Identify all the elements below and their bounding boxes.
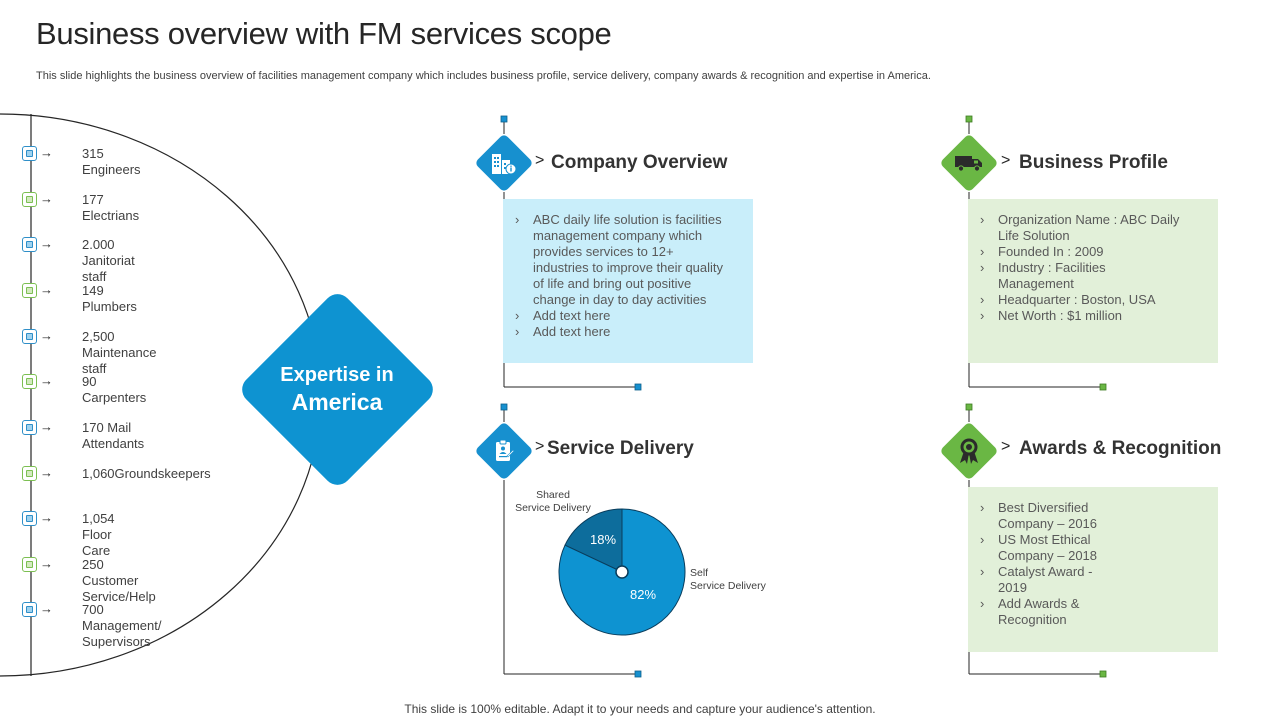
- expertise-item: → 149 Plumbers: [22, 282, 137, 314]
- truck-icon: [940, 134, 998, 192]
- company-overview-box: ABC daily life solution is facilities ma…: [503, 199, 753, 363]
- chevron-right-icon: >: [535, 152, 545, 169]
- square-marker-icon: [22, 511, 37, 526]
- expertise-title-line1: Expertise in: [280, 364, 394, 386]
- expertise-item: → 170 Mail Attendants: [22, 419, 144, 451]
- bullet-item: Organization Name : ABC Daily Life Solut…: [980, 212, 1180, 244]
- award-ribbon-icon: [940, 422, 998, 480]
- arrow-right-icon: →: [40, 236, 53, 251]
- expertise-item-label: 250 Customer Service/Help: [82, 557, 156, 604]
- service-delivery-title: Service Delivery: [547, 438, 694, 459]
- expertise-item-label: 2.000 Janitoriat staff: [82, 237, 135, 284]
- expertise-item: → 315 Engineers: [22, 145, 141, 177]
- pie-label-shared: Shared Service Delivery: [513, 489, 593, 515]
- arrow-right-icon: →: [40, 145, 53, 160]
- bullet-item: Add text here: [515, 324, 725, 340]
- square-marker-icon: [22, 146, 37, 161]
- arrow-right-icon: →: [40, 373, 53, 388]
- expertise-item-label: 1,060Groundskeepers: [82, 466, 211, 481]
- expertise-title-line2: America: [291, 389, 383, 415]
- expertise-item-label: 90 Carpenters: [82, 374, 147, 405]
- footer-note: This slide is 100% editable. Adapt it to…: [404, 702, 876, 716]
- arrow-right-icon: →: [40, 556, 53, 571]
- pie-label-self-line2: Service Delivery: [690, 580, 766, 592]
- square-marker-icon: [22, 329, 37, 344]
- expertise-title: Expertise in America: [246, 362, 428, 416]
- bullet-item: Add Awards & Recognition: [980, 596, 1120, 628]
- arrow-right-icon: →: [40, 282, 53, 297]
- expertise-item-label: 700 Management/ Supervisors: [82, 602, 162, 649]
- chevron-right-icon: >: [535, 438, 545, 455]
- square-marker-icon: [22, 283, 37, 298]
- expertise-item: → 1,060Groundskeepers: [22, 465, 211, 486]
- arrow-right-icon: →: [40, 191, 53, 206]
- pie-label-shared-line2: Service Delivery: [515, 502, 591, 514]
- chevron-right-icon: >: [1001, 152, 1011, 169]
- pie-label-shared-line1: Shared: [536, 489, 570, 501]
- square-marker-icon: [22, 237, 37, 252]
- page-title: Business overview with FM services scope: [36, 16, 612, 51]
- arrow-right-icon: →: [40, 601, 53, 616]
- bullet-item: Industry : Facilities Management: [980, 260, 1180, 292]
- clipboard-icon: [475, 422, 533, 480]
- company-overview-title: Company Overview: [551, 152, 728, 173]
- square-marker-icon: [22, 192, 37, 207]
- expertise-item-label: 315 Engineers: [82, 146, 141, 177]
- pie-label-self-line1: Self: [690, 567, 709, 579]
- expertise-item: → 2,500 Maintenance staff: [22, 328, 156, 376]
- expertise-item: → 1,054 Floor Care: [22, 510, 115, 558]
- expertise-item: → 250 Customer Service/Help: [22, 556, 156, 604]
- awards-title: Awards & Recognition: [1019, 438, 1222, 459]
- bullet-item: Add text here: [515, 308, 725, 324]
- pie-value-self: 82%: [630, 587, 657, 602]
- expertise-item-label: 170 Mail Attendants: [82, 420, 145, 451]
- bullet-item: Catalyst Award - 2019: [980, 564, 1120, 596]
- square-marker-icon: [22, 557, 37, 572]
- square-marker-icon: [22, 466, 37, 481]
- pie-center-dot: [615, 565, 629, 579]
- expertise-item: → 2.000 Janitoriat staff: [22, 236, 135, 284]
- arrow-right-icon: →: [40, 328, 53, 343]
- bullet-item: Founded In : 2009: [980, 244, 1180, 260]
- page-subtitle: This slide highlights the business overv…: [36, 70, 931, 82]
- pie-value-shared: 18%: [590, 532, 617, 547]
- expertise-item: → 700 Management/ Supervisors: [22, 601, 162, 649]
- expertise-item-label: 149 Plumbers: [82, 283, 137, 314]
- building-icon: [475, 134, 533, 192]
- pie-slice-shared: [564, 508, 623, 573]
- chevron-right-icon: >: [1001, 438, 1011, 455]
- expertise-item: → 90 Carpenters: [22, 373, 146, 405]
- arrow-right-icon: →: [40, 510, 53, 525]
- service-delivery-pie-chart: [558, 508, 686, 636]
- bullet-item: ABC daily life solution is facilities ma…: [515, 212, 725, 308]
- business-profile-title: Business Profile: [1019, 152, 1168, 173]
- bullet-item: US Most Ethical Company – 2018: [980, 532, 1120, 564]
- expertise-item-label: 2,500 Maintenance staff: [82, 329, 157, 376]
- expertise-item-label: 177 Electrians: [82, 192, 140, 223]
- business-profile-box: Organization Name : ABC Daily Life Solut…: [968, 199, 1218, 363]
- arrow-right-icon: →: [40, 465, 53, 480]
- square-marker-icon: [22, 420, 37, 435]
- bullet-item: Net Worth : $1 million: [980, 308, 1180, 324]
- square-marker-icon: [22, 374, 37, 389]
- awards-box: Best Diversified Company – 2016US Most E…: [968, 487, 1218, 652]
- expertise-item-label: 1,054 Floor Care: [82, 511, 115, 558]
- bullet-item: Headquarter : Boston, USA: [980, 292, 1180, 308]
- pie-label-self: Self Service Delivery: [690, 567, 766, 593]
- arrow-right-icon: →: [40, 419, 53, 434]
- expertise-item: → 177 Electrians: [22, 191, 139, 223]
- square-marker-icon: [22, 602, 37, 617]
- bullet-item: Best Diversified Company – 2016: [980, 500, 1120, 532]
